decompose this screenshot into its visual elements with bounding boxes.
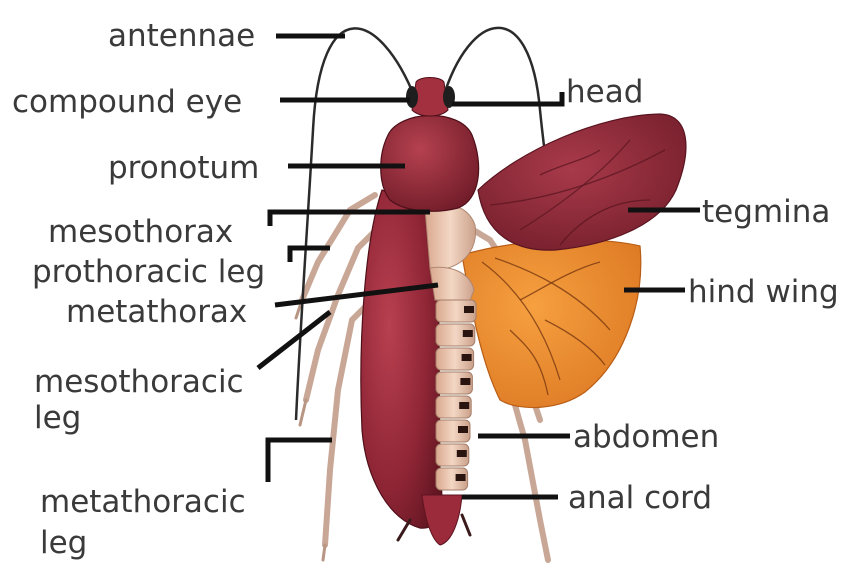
- label-antennae: antennae: [108, 18, 255, 54]
- spiracle-mark: [458, 426, 468, 433]
- label-head: head: [566, 74, 643, 110]
- label-mesothoracic-leg-line1: mesothoracic: [34, 364, 244, 400]
- label-tegmina: tegmina: [702, 194, 830, 230]
- hind-wing-drawing: [462, 240, 641, 408]
- abdomen-drawing: [436, 300, 476, 490]
- compound-eye-left: [406, 86, 418, 108]
- spiracle-mark: [457, 450, 467, 457]
- label-mesothorax: mesothorax: [48, 214, 233, 250]
- tegmina-drawing: [478, 114, 686, 250]
- pronotum-drawing: [381, 115, 479, 211]
- label-prothoracic-leg: prothoracic leg: [32, 254, 265, 290]
- label-metathorax: metathorax: [66, 294, 247, 330]
- spiracle-mark: [464, 306, 474, 313]
- label-metathoracic-leg-line2: leg: [40, 525, 87, 561]
- spiracle-mark: [460, 378, 470, 385]
- leader-head: [452, 92, 562, 104]
- spiracle-mark: [463, 330, 473, 337]
- label-hind-wing: hind wing: [688, 274, 839, 310]
- label-metathoracic-leg-line1: metathoracic: [40, 484, 246, 520]
- label-mesothoracic-leg-line2: leg: [34, 400, 81, 436]
- leader-metathoracic-leg: [268, 440, 332, 482]
- label-anal-cord: anal cord: [568, 480, 712, 516]
- label-compound-eye: compound eye: [12, 84, 242, 120]
- spiracle-mark: [459, 402, 469, 409]
- label-abdomen: abdomen: [573, 419, 719, 455]
- spiracle-mark: [462, 354, 472, 361]
- label-pronotum: pronotum: [108, 150, 259, 186]
- spiracle-mark: [456, 474, 466, 481]
